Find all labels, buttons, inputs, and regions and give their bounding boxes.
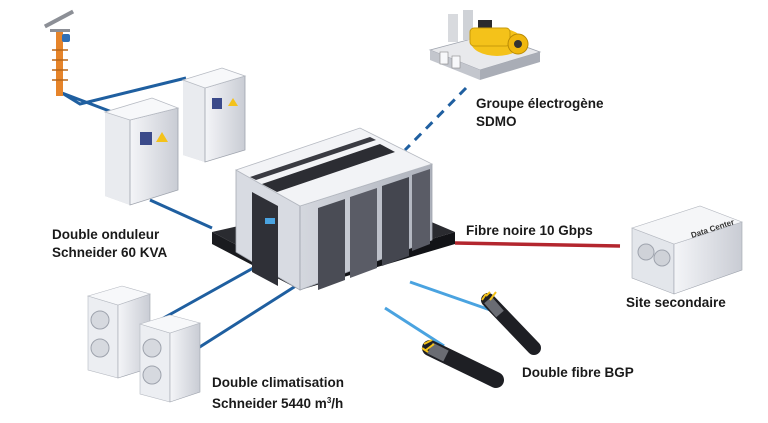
fiber-cables-icon — [421, 291, 541, 388]
secondary-site-icon: Data Center — [631, 205, 743, 295]
generator-label-line1: Groupe électrogène — [476, 96, 604, 111]
ups-label-line1: Double onduleur — [52, 227, 160, 242]
ups-label: Double onduleur Schneider 60 KVA — [52, 226, 167, 262]
ups-label-line2: Schneider 60 KVA — [52, 245, 168, 260]
secondary-site-label: Site secondaire — [626, 294, 726, 312]
cooling-sup: 3 — [326, 396, 332, 405]
fiber-link-text: Fibre noire 10 Gbps — [466, 223, 593, 238]
cooling-label-line2: Schneider 5440 m3/h — [212, 392, 344, 413]
generator-label: Groupe électrogène SDMO — [476, 95, 604, 131]
link-pole-ups — [61, 76, 187, 114]
bgp-label: Double fibre BGP — [522, 364, 634, 382]
fiber-link-label: Fibre noire 10 Gbps — [466, 222, 593, 240]
generator-label-line2: SDMO — [476, 114, 517, 129]
link-fiber-secondary — [454, 241, 621, 248]
cooling-label: Double climatisation Schneider 5440 m3/h — [212, 374, 344, 413]
ups-cabinets-icon — [103, 67, 247, 206]
cooling-units-icon — [86, 285, 202, 403]
link-bgp-1 — [409, 280, 497, 314]
generator-icon — [428, 10, 542, 80]
cooling-suffix: /h — [331, 396, 344, 411]
link-ups-datacenter — [149, 198, 213, 230]
secondary-site-text: Site secondaire — [626, 295, 726, 310]
datacenter-icon — [212, 127, 455, 291]
bgp-text: Double fibre BGP — [522, 365, 634, 380]
cooling-prefix: Schneider 5440 m — [212, 396, 327, 411]
utility-pole-icon — [43, 9, 75, 96]
link-generator-datacenter — [403, 86, 468, 152]
link-bgp-2 — [384, 306, 445, 348]
cooling-label-line1: Double climatisation — [212, 375, 345, 390]
